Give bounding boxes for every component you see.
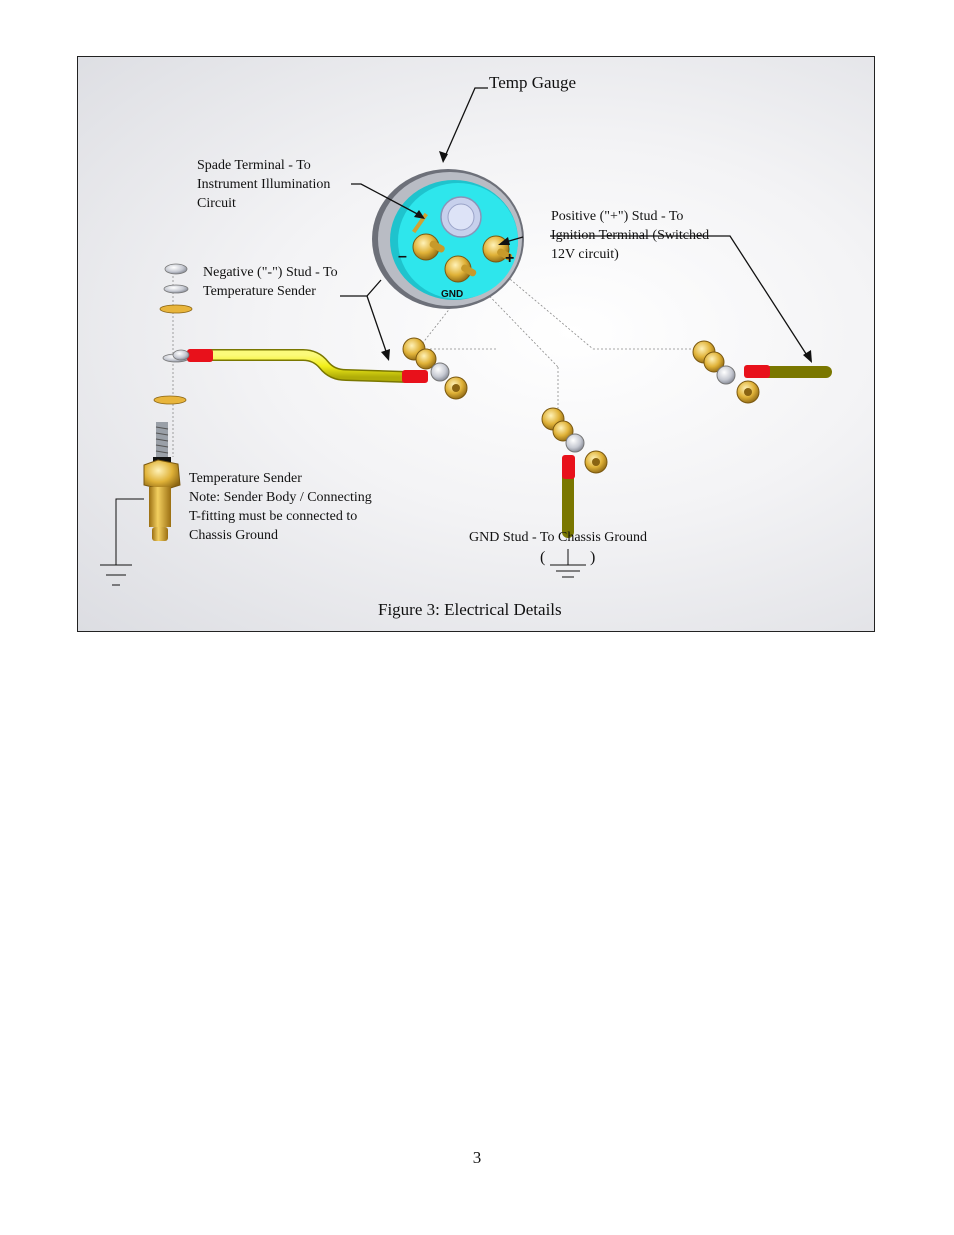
positive-wire: [692, 340, 832, 404]
figure-caption: Figure 3: Electrical Details: [378, 600, 562, 619]
gauge-minus-mark: –: [398, 248, 407, 265]
gnd-paren-close: ): [590, 549, 596, 566]
gauge-gnd-mark: GND: [441, 289, 463, 300]
gauge-plus-mark: +: [505, 250, 514, 267]
sender-ground-symbol: [100, 498, 144, 586]
gnd-stud-label: GND Stud - To Chassis Ground: [469, 530, 648, 545]
negative-stud-label: Negative ("-") Stud - To Temperature Sen…: [203, 265, 338, 299]
dashed-guides: [172, 268, 698, 457]
temperature-sender-label: Temperature Sender Note: Sender Body / C…: [189, 471, 372, 543]
figure-frame: – + GND Temp Gauge Spade Terminal - To I…: [77, 56, 875, 632]
gnd-paren-open: (: [540, 549, 546, 566]
positive-stud-label: Positive ("+") Stud - To Ignition Termin…: [551, 209, 710, 262]
annotation-arrows: [340, 87, 811, 361]
negative-wire: [172, 349, 428, 383]
temp-gauge-title: Temp Gauge: [489, 73, 577, 92]
gnd-wire: [541, 407, 608, 538]
temperature-sender: [143, 422, 181, 541]
negative-stud-hardware: [402, 337, 468, 400]
temp-gauge: [372, 169, 524, 309]
page-number: 3: [472, 1148, 482, 1167]
arrowheads: [381, 151, 812, 363]
gnd-ground-symbol: [550, 549, 586, 578]
spade-terminal-label: Spade Terminal - To Instrument Illuminat…: [197, 158, 331, 211]
electrical-diagram: – + GND: [100, 87, 832, 586]
